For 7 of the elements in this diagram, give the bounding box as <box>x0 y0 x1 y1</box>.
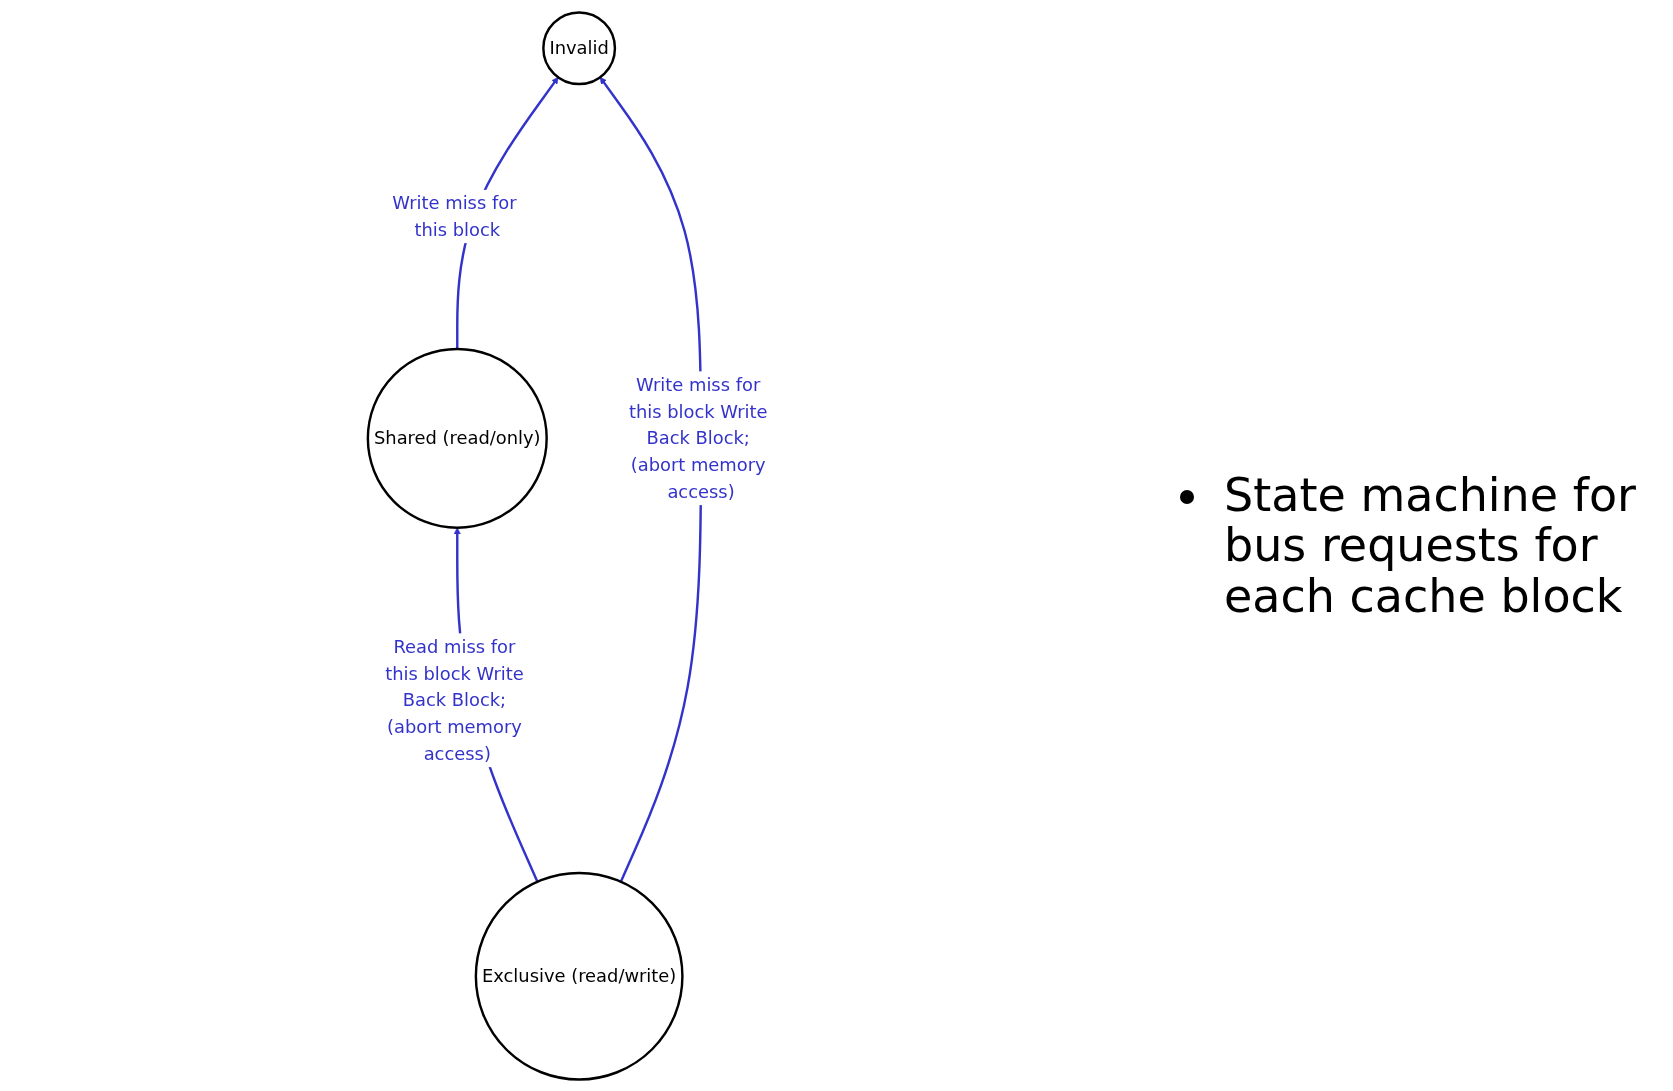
note-text: State machine for bus requests for each cache block <box>1224 469 1637 622</box>
node-circle: Exclusive (read/write) <box>474 871 684 1081</box>
edge-label: Read miss for this block Write Back Block; (abort memory access) <box>385 636 524 764</box>
node-circle: Invalid <box>542 10 617 85</box>
edge-label: Write miss for this block Write Back Block; (abort memory access) <box>628 374 768 502</box>
edge-label: Write miss for this block <box>392 192 517 240</box>
node-circle: Shared (read/only) <box>366 347 548 529</box>
